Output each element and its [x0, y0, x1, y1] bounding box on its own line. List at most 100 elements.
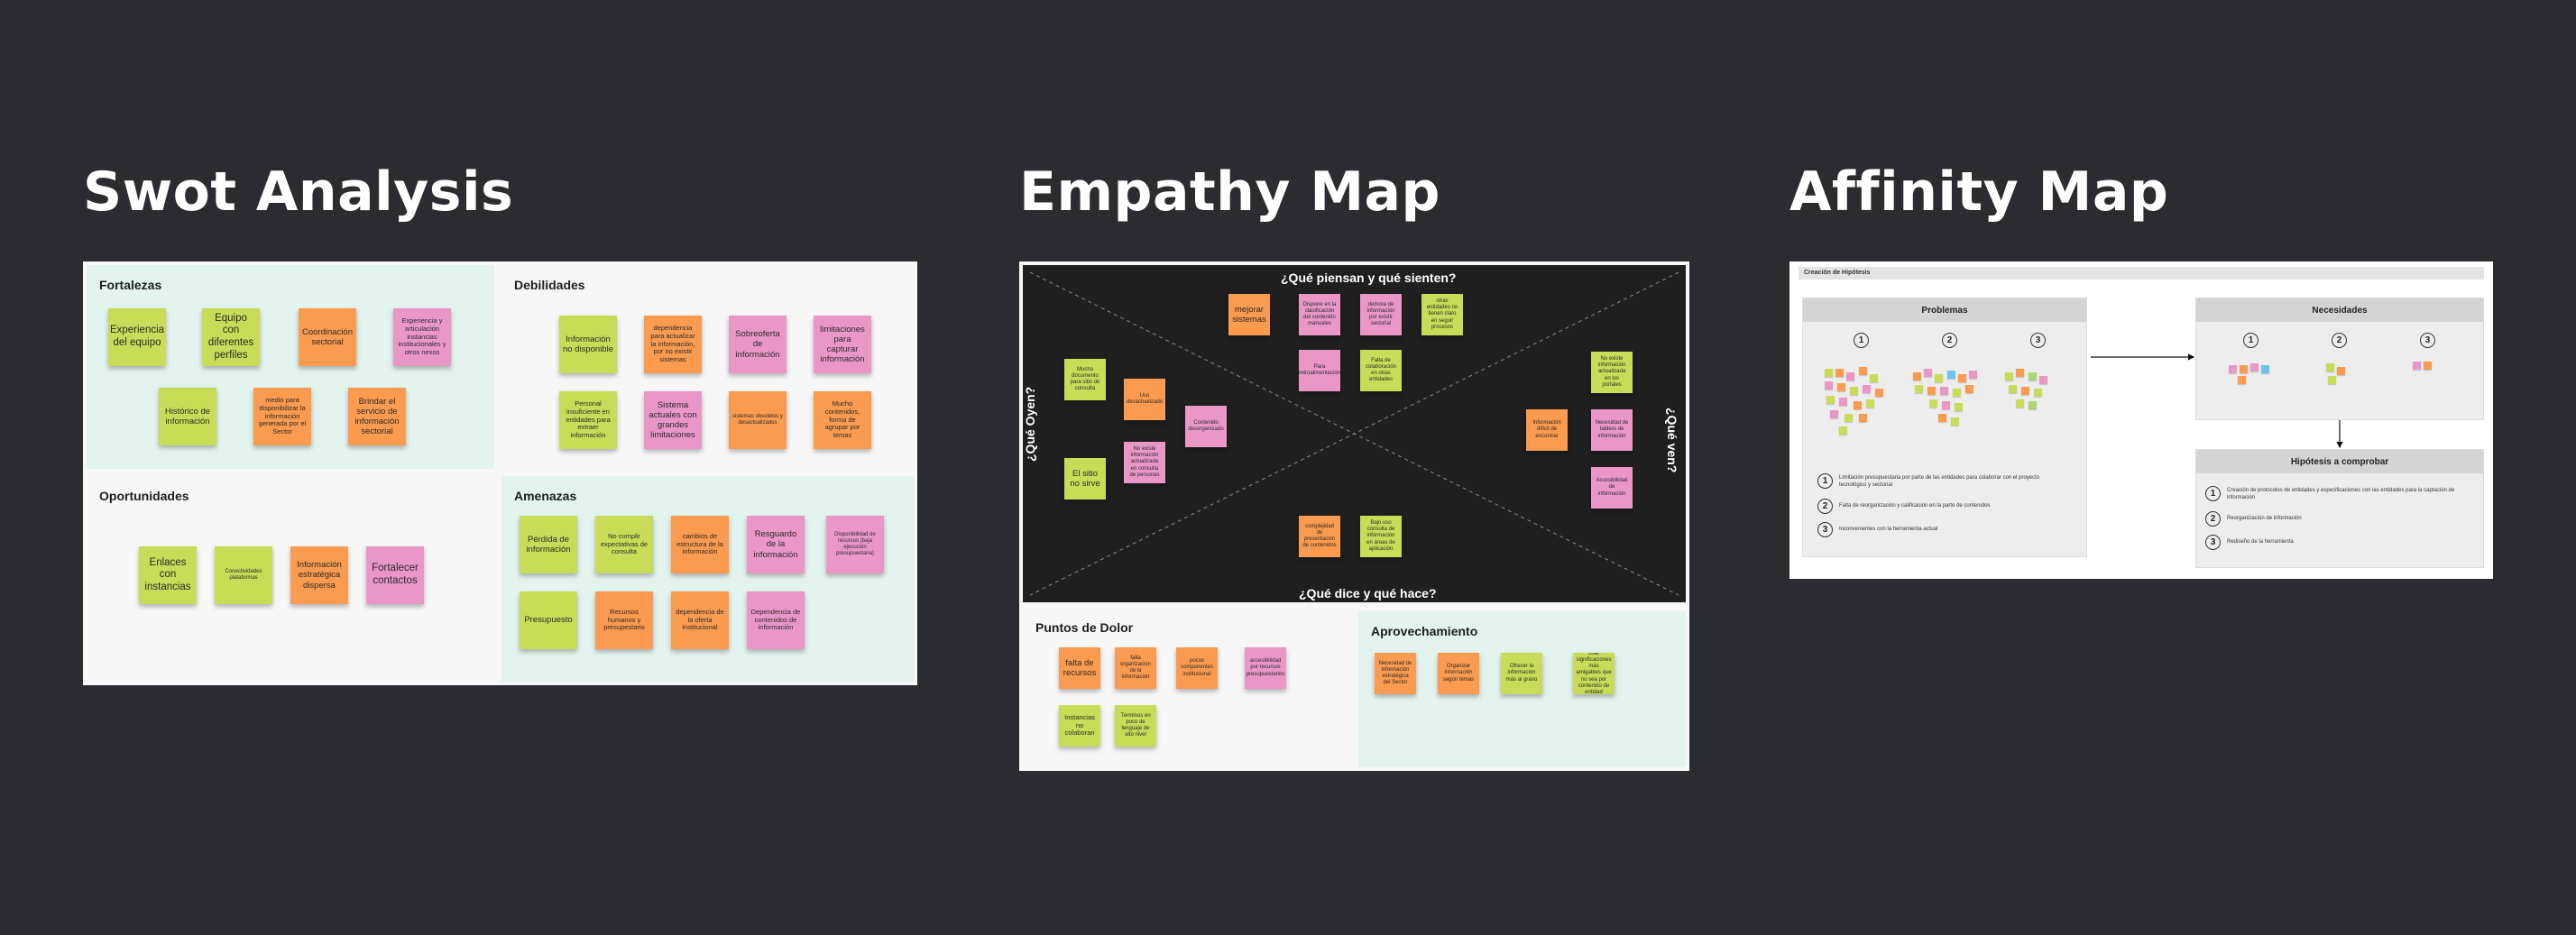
mini-sticky	[2009, 385, 2017, 393]
sticky-note[interactable]: falta organización de la información	[1115, 647, 1156, 689]
sticky-note[interactable]: Histórico de información	[159, 388, 216, 445]
sticky-note[interactable]: Pérdida de información	[520, 516, 577, 573]
number-badge: 1	[1817, 473, 1833, 489]
sticky-note[interactable]: pocos componentes institucional	[1176, 647, 1218, 689]
sticky-note[interactable]: Experiencia del equipo	[108, 308, 166, 366]
swot-fortalezas-quadrant[interactable]: Fortalezas Experiencia del equipo Equipo…	[87, 265, 494, 469]
sticky-note[interactable]: Recursos humanos y presupestario	[595, 591, 653, 649]
affinity-hypothesis-text: Rediseño de la herramienta	[2227, 539, 2294, 545]
sticky-note[interactable]: Organizar información según temas	[1438, 653, 1479, 694]
sticky-note[interactable]: Fortalecer contactos	[366, 546, 424, 604]
sticky-note[interactable]: Coordinación sectorial	[299, 308, 356, 366]
sticky-note[interactable]: accesibilidad por recursos presupuestari…	[1245, 647, 1286, 689]
mini-sticky	[1839, 426, 1847, 435]
empathy-label-top: ¿Qué piensan y qué sienten?	[1281, 270, 1457, 285]
sticky-note[interactable]: Mucho contenidos, forma de agrupar por t…	[814, 391, 871, 449]
sticky-note[interactable]: Para retroalimentación	[1299, 350, 1340, 391]
sticky-note[interactable]: Necesidad de tablero de información	[1591, 409, 1633, 451]
affinity-hipotesis-panel[interactable]: Hipótesis a comprobar 1 Creación de prot…	[2195, 449, 2484, 568]
empathy-aprovechamiento-label: Aprovechamiento	[1371, 624, 1478, 638]
sticky-note[interactable]: cambios de estructura de la información	[671, 516, 729, 573]
affinity-header: Creación de Hipótesis	[1799, 267, 2484, 280]
sticky-note[interactable]: dependencia de la oferta institucional	[671, 591, 729, 649]
sticky-note[interactable]: Sobreoferta de información	[729, 316, 787, 373]
sticky-note[interactable]: demora de información por existir sector…	[1360, 294, 1402, 335]
sticky-note[interactable]: Usar significaciones más amigables que n…	[1573, 653, 1615, 694]
mini-sticky	[1854, 401, 1862, 409]
sticky-note[interactable]: Falta de colaboración en otras entidades	[1360, 350, 1402, 391]
swot-fortalezas-label: Fortalezas	[99, 278, 162, 292]
empathy-aprovechamiento-quadrant[interactable]: Aprovechamiento Necesidad de información…	[1358, 611, 1686, 767]
sticky-note[interactable]: El sitio no sirve	[1064, 458, 1106, 500]
mini-sticky	[1938, 414, 1946, 422]
mini-sticky	[1942, 401, 1950, 409]
sticky-note[interactable]: Contenido desorganizado	[1185, 406, 1227, 447]
sticky-note[interactable]: Dependencia de contenidos de información	[747, 591, 805, 649]
mini-sticky	[2240, 365, 2248, 373]
mini-sticky	[2261, 365, 2269, 373]
empathy-dolor-quadrant[interactable]: Puntos de Dolor falta de recursos falta …	[1023, 608, 1348, 767]
number-badge: 3	[1817, 522, 1833, 537]
sticky-note[interactable]: Personal insuficiente en entidades para …	[559, 391, 617, 449]
mini-sticky	[1830, 410, 1838, 418]
mini-sticky	[1913, 372, 1921, 380]
mini-sticky	[1826, 396, 1835, 404]
sticky-note[interactable]: No existe información actualizada en los…	[1591, 352, 1633, 393]
mini-sticky	[2016, 399, 2024, 408]
number-badge: 2	[2332, 333, 2347, 348]
sticky-note[interactable]: Bajo uso consulta de información en área…	[1360, 516, 1402, 557]
sticky-note[interactable]: falta de recursos	[1059, 647, 1100, 689]
sticky-note[interactable]: Instancias no colaboran	[1059, 705, 1100, 747]
sticky-note[interactable]: medio para disponibilizar la información…	[253, 388, 311, 445]
sticky-note[interactable]: dependencia para actualizar la informaci…	[644, 316, 702, 373]
sticky-note[interactable]: Mucho documento para sitio de consulta	[1064, 359, 1106, 400]
sticky-note[interactable]: No cumplir expectativas de consulta	[595, 516, 653, 573]
sticky-note[interactable]: otras entidades no tienen claro en segui…	[1421, 294, 1463, 335]
frame-title-swot[interactable]: Swot Analysis	[83, 160, 514, 224]
swot-debilidades-label: Debilidades	[514, 278, 585, 292]
sticky-note[interactable]: Accesibilidad de información	[1591, 467, 1633, 509]
sticky-note[interactable]: Necesidad de información estratégica del…	[1375, 653, 1416, 694]
affinity-necesidades-panel[interactable]: Necesidades 1 2 3	[2195, 298, 2484, 420]
affinity-board[interactable]: Creación de Hipótesis Problemas 1 2 3	[1789, 261, 2493, 579]
sticky-note[interactable]: Presupuesto	[520, 591, 577, 649]
sticky-note[interactable]: Información estratégica dispersa	[290, 546, 348, 604]
mini-sticky	[1929, 399, 1937, 408]
number-badge: 3	[2205, 535, 2221, 550]
sticky-note[interactable]: limitaciones para capturar información	[814, 316, 871, 373]
empathy-map-area[interactable]: ¿Qué piensan y qué sienten? ¿Qué dice y …	[1023, 265, 1686, 602]
sticky-note[interactable]: mejorar sistemas	[1228, 294, 1270, 335]
swot-board[interactable]: Fortalezas Experiencia del equipo Equipo…	[83, 261, 917, 685]
mini-sticky	[1940, 387, 1948, 395]
mini-sticky	[1825, 369, 1833, 377]
frame-title-affinity[interactable]: Affinity Map	[1789, 160, 2169, 224]
sticky-note[interactable]: Disponibilidad de recursos (baja ejecuci…	[826, 516, 884, 573]
mini-sticky	[1825, 381, 1833, 390]
mini-sticky	[2326, 363, 2334, 371]
sticky-note[interactable]: Equipo con diferentes perfiles	[202, 308, 260, 366]
swot-amenazas-quadrant[interactable]: Amenazas Pérdida de información No cumpl…	[501, 476, 914, 682]
frame-title-empathy[interactable]: Empathy Map	[1019, 160, 1440, 224]
number-badge: 2	[1817, 499, 1833, 514]
sticky-note[interactable]: Información no disponible	[559, 316, 617, 373]
affinity-problemas-panel[interactable]: Problemas 1 2 3	[1802, 298, 2087, 557]
sticky-note[interactable]: sistemas obsoletos y desactualizados	[729, 391, 787, 449]
sticky-note[interactable]: Uso desactualizado	[1124, 379, 1165, 420]
sticky-note[interactable]: Experiencia y articulación instancias in…	[393, 308, 451, 366]
sticky-note[interactable]: complejidad de presentación de contenido…	[1299, 516, 1340, 557]
sticky-note[interactable]: Sistema actuales con grandes limitacione…	[644, 391, 702, 449]
sticky-note[interactable]: Dispone en la clasificación del contenid…	[1299, 294, 1340, 335]
swot-debilidades-quadrant[interactable]: Debilidades Información no disponible de…	[501, 265, 914, 469]
empathy-board[interactable]: ¿Qué piensan y qué sienten? ¿Qué dice y …	[1019, 261, 1689, 771]
sticky-note[interactable]: Conectividades plataformas	[215, 546, 272, 604]
sticky-note[interactable]: Información difícil de encontrar	[1526, 409, 1568, 451]
swot-oportunidades-quadrant[interactable]: Oportunidades Enlaces con instancias Con…	[87, 476, 494, 682]
mini-sticky	[2029, 401, 2037, 409]
sticky-note[interactable]: No existe información actualizada en con…	[1124, 442, 1165, 483]
sticky-note[interactable]: Resguardo de la información	[747, 516, 805, 573]
sticky-note[interactable]: Términos en poco de lenguaje de alto niv…	[1115, 705, 1156, 747]
sticky-note[interactable]: Ofrecer la información más al grano	[1501, 653, 1542, 694]
mini-sticky	[1965, 385, 1973, 393]
sticky-note[interactable]: Brindar el servicio de información secto…	[348, 388, 406, 445]
sticky-note[interactable]: Enlaces con instancias	[139, 546, 197, 604]
